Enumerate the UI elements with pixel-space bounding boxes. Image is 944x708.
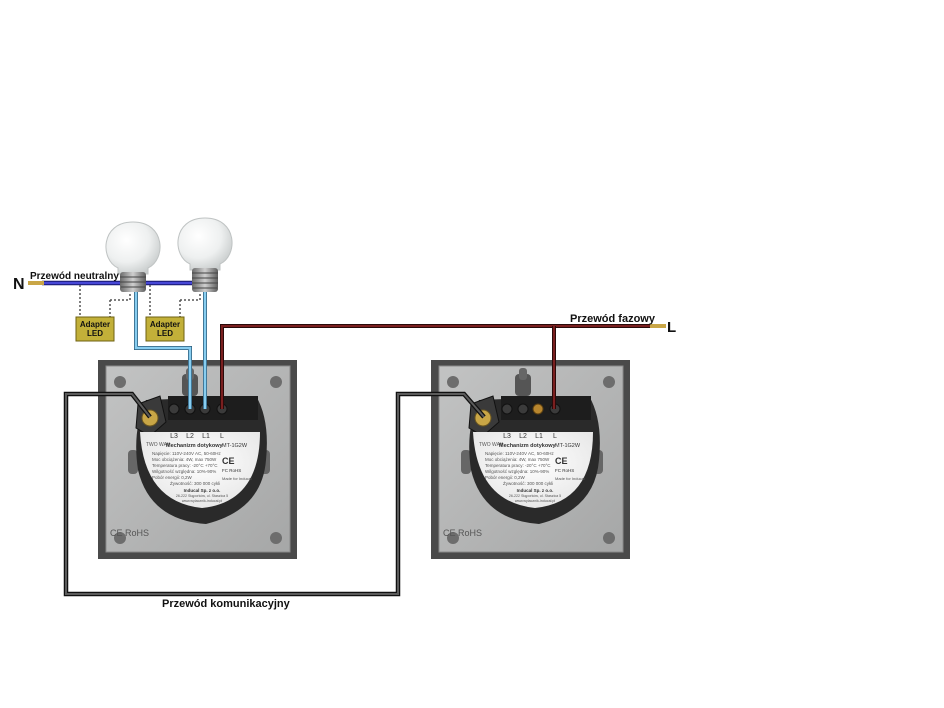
light-bulb-1 — [105, 221, 161, 292]
module-title: Mechanizm dotykowy — [166, 443, 223, 449]
company-web: www.wylacznik-inducal.pl — [182, 499, 223, 503]
company-name: Inducal Sp. z o.o. — [517, 488, 554, 493]
spec-line: Żywotność: 300 000 cykli — [170, 480, 220, 486]
touch-switch-left: CE RoHS L3 L2 L1 L TWO WAY Mechanizm dot… — [98, 360, 297, 559]
spec-line: Moc obciążenia: 4W, max 750W — [152, 457, 217, 462]
adapter-label-line2: LED — [87, 329, 103, 338]
ce-mark: CE — [222, 456, 235, 466]
mounting-slot — [519, 368, 527, 380]
spec-line: Wilgotność względna: 10%-90% — [485, 469, 549, 474]
neutral-wire-tip — [28, 281, 44, 285]
spec-line: Żywotność: 300 000 cykli — [503, 480, 553, 486]
terminal-label-l1: L1 — [535, 433, 543, 440]
ce-mark: CE — [555, 456, 568, 466]
made-for: Made for Inducal — [555, 476, 585, 481]
module-title: Mechanizm dotykowy — [499, 443, 556, 449]
light-bulb-2 — [177, 217, 233, 292]
plate-marking: CE RoHS — [110, 528, 149, 538]
phase-wire-core — [221, 325, 664, 409]
terminal-screw — [517, 403, 529, 415]
terminal-label-l: L — [220, 433, 224, 440]
led-adapter-2: Adapter LED — [145, 316, 185, 342]
two-way-label: TWO WAY — [479, 442, 504, 448]
adapter-label-line1: Adapter — [80, 320, 110, 329]
terminal-label-l2: L2 — [186, 433, 194, 440]
fc-rohs-mark: FC RoHS — [555, 468, 574, 473]
communication-wire-label: Przewód komunikacyjny — [162, 598, 291, 610]
neutral-symbol: N — [13, 276, 25, 293]
spec-line: Pobór energii: 0,2W — [485, 475, 526, 480]
mounting-slot — [461, 450, 471, 474]
terminal-block — [168, 396, 258, 420]
module-label — [473, 432, 593, 508]
module-model: MT-1G2W — [222, 443, 248, 449]
company-name: Inducal Sp. z o.o. — [184, 488, 221, 493]
neutral-wire-label: Przewód neutralny — [30, 271, 119, 282]
adapter-label-line2: LED — [157, 329, 173, 338]
led-adapter-1: Adapter LED — [75, 316, 115, 342]
screw-hole — [270, 532, 282, 544]
switched-wire-1-core — [134, 292, 192, 409]
terminal-label-l2: L2 — [519, 433, 527, 440]
mounting-slot — [515, 374, 531, 396]
spec-line: Wilgotność względna: 10%-90% — [152, 469, 216, 474]
module-label — [140, 432, 260, 508]
spec-line: Moc obciążenia: 4W, max 750W — [485, 457, 550, 462]
screw-hole — [114, 376, 126, 388]
terminal-label-l3: L3 — [170, 433, 178, 440]
company-address: 26-222 Stąporków, ul. Staszica 5 — [176, 494, 228, 498]
terminal-label-l1: L1 — [202, 433, 210, 440]
terminal-label-l3: L3 — [503, 433, 511, 440]
mounting-slot — [128, 450, 138, 474]
phase-symbol: L — [667, 319, 676, 336]
two-way-label: TWO WAY — [146, 442, 171, 448]
adapter-label-line1: Adapter — [150, 320, 180, 329]
bulb-base — [192, 268, 218, 292]
company-address: 26-222 Stąporków, ul. Staszica 5 — [509, 494, 561, 498]
terminal-block — [501, 396, 591, 420]
terminal-screw — [501, 403, 513, 415]
screw-hole — [270, 376, 282, 388]
spec-line: Napięcie: 110V-240V AC, 50-60Hz — [152, 451, 221, 456]
terminal-label-l: L — [553, 433, 557, 440]
spec-line: Pobór energii: 0,2W — [152, 475, 193, 480]
phase-wire-tip — [650, 324, 666, 328]
screw-hole — [603, 532, 615, 544]
module-model: MT-1G2W — [555, 443, 581, 449]
spec-line: Napięcie: 110V-240V AC, 50-60Hz — [485, 451, 554, 456]
company-web: www.wylacznik-inducal.pl — [515, 499, 556, 503]
communication-wire-core — [65, 393, 485, 595]
fc-rohs-mark: FC RoHS — [222, 468, 241, 473]
touch-switch-right: CE RoHS L3 L2 L1 L TWO WAY Mechanizm dot… — [431, 360, 630, 559]
plate-marking: CE RoHS — [443, 528, 482, 538]
screw-hole — [447, 376, 459, 388]
terminal-screw — [168, 403, 180, 415]
screw-hole — [114, 532, 126, 544]
spec-line: Temperatura pracy: -20°C +70°C — [152, 463, 218, 468]
phase-wire-label: Przewód fazowy — [570, 313, 656, 325]
terminal-screw — [532, 403, 544, 415]
screw-hole — [447, 532, 459, 544]
screw-hole — [603, 376, 615, 388]
spec-line: Temperatura pracy: -20°C +70°C — [485, 463, 551, 468]
made-for: Made for Inducal — [222, 476, 252, 481]
